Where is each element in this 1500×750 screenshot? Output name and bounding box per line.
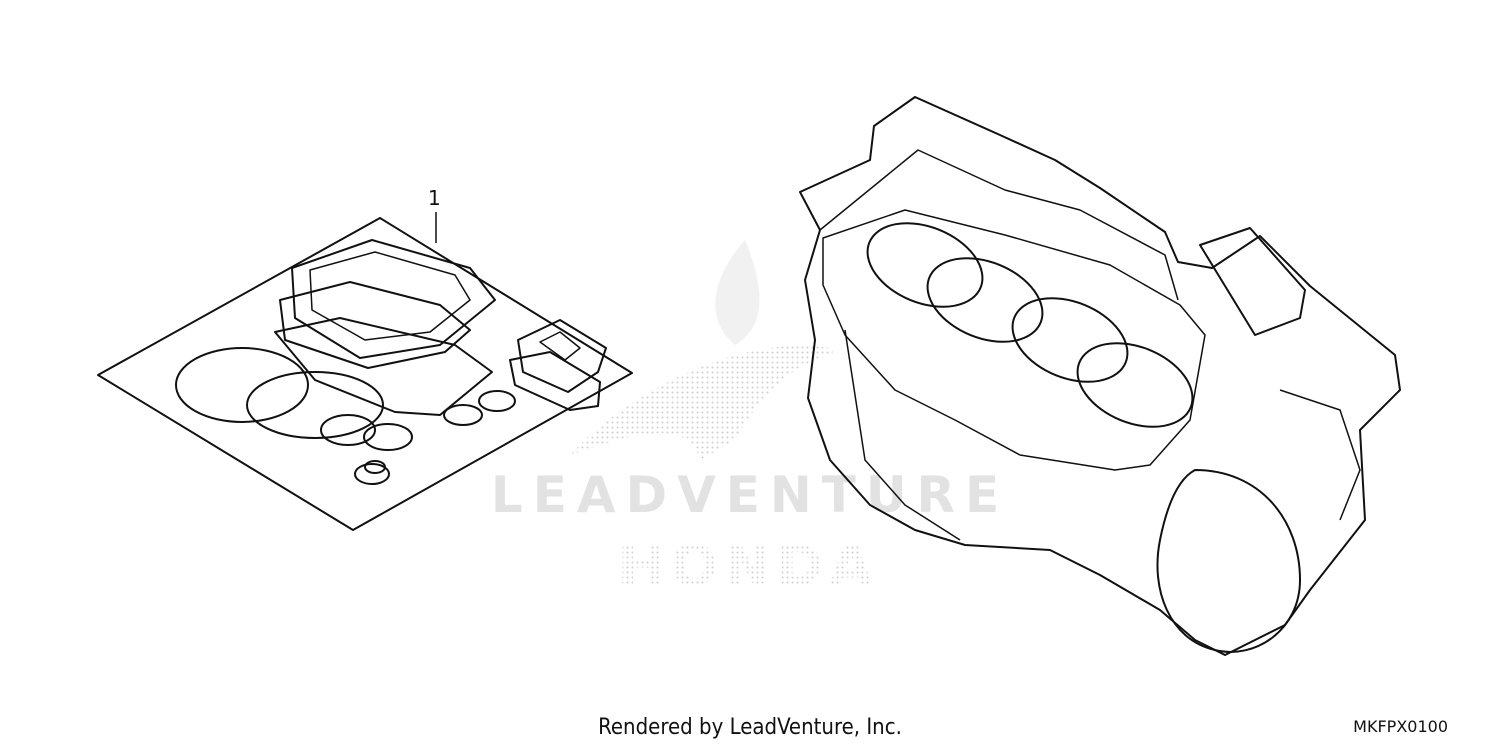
cylinder-bores bbox=[866, 222, 1194, 428]
deck-gasket-outline bbox=[822, 209, 1206, 471]
gasket-kit bbox=[97, 212, 633, 531]
crankcase-cover bbox=[1156, 469, 1301, 653]
side-cover-ridge bbox=[1279, 389, 1361, 521]
engine-outline bbox=[799, 96, 1401, 656]
diagram-code: MKFPX0100 bbox=[1353, 717, 1448, 736]
watermark-maker-text: HONDA bbox=[617, 534, 878, 599]
callout-label-1: 1 bbox=[428, 186, 441, 210]
watermark: LEADVENTURE HONDA bbox=[491, 240, 1009, 599]
engine-block bbox=[799, 96, 1401, 656]
lower-case-line bbox=[844, 329, 961, 541]
head-gasket-inner bbox=[309, 251, 471, 341]
washer bbox=[354, 460, 390, 485]
watermark-flame-icon bbox=[715, 240, 760, 345]
o-rings bbox=[175, 347, 516, 451]
cover-tab bbox=[1199, 227, 1306, 336]
watermark-brand-text: LEADVENTURE bbox=[491, 466, 1009, 524]
gasket-kit-sheet bbox=[97, 217, 633, 531]
small-gasket-window bbox=[539, 331, 581, 361]
block-top-edge bbox=[819, 149, 1179, 301]
base-gasket bbox=[274, 317, 493, 416]
watermark-wing-icon bbox=[570, 345, 840, 460]
small-cover-gasket bbox=[517, 319, 607, 393]
footer-credit: Rendered by LeadVenture, Inc. bbox=[598, 715, 902, 740]
valve-cover-gasket bbox=[279, 281, 471, 369]
small-side-gasket bbox=[509, 351, 601, 411]
